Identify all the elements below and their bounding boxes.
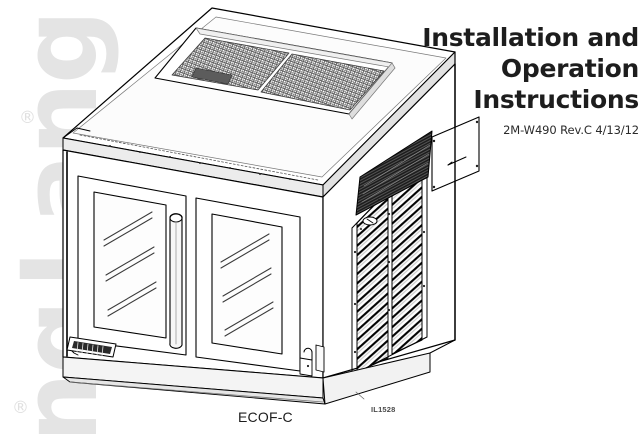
oven-model-label: ECOF-C bbox=[238, 409, 293, 425]
oven-rear-edge bbox=[429, 51, 456, 354]
document-title-block: Installation and Operation Instructions … bbox=[339, 22, 639, 137]
oven-brand-badge bbox=[66, 336, 117, 358]
document-title-line-3: Instructions bbox=[473, 85, 639, 114]
figure-number-label: IL1528 bbox=[371, 405, 396, 414]
document-title-line-2: Operation bbox=[500, 54, 639, 83]
oven-left-door bbox=[69, 175, 187, 356]
document-title-line-1: Installation and bbox=[422, 23, 639, 52]
oven-upper-side-vent bbox=[355, 130, 433, 230]
oven-door-handle bbox=[169, 213, 183, 349]
oven-top-vent-grille bbox=[154, 27, 396, 120]
oven-base-plinth bbox=[69, 352, 431, 405]
document-revision-code: 2M-W490 Rev.C 4/13/12 bbox=[503, 123, 639, 137]
oven-utility-conduit bbox=[299, 344, 325, 377]
oven-right-door bbox=[195, 197, 301, 372]
figure-leader-line bbox=[355, 391, 365, 400]
